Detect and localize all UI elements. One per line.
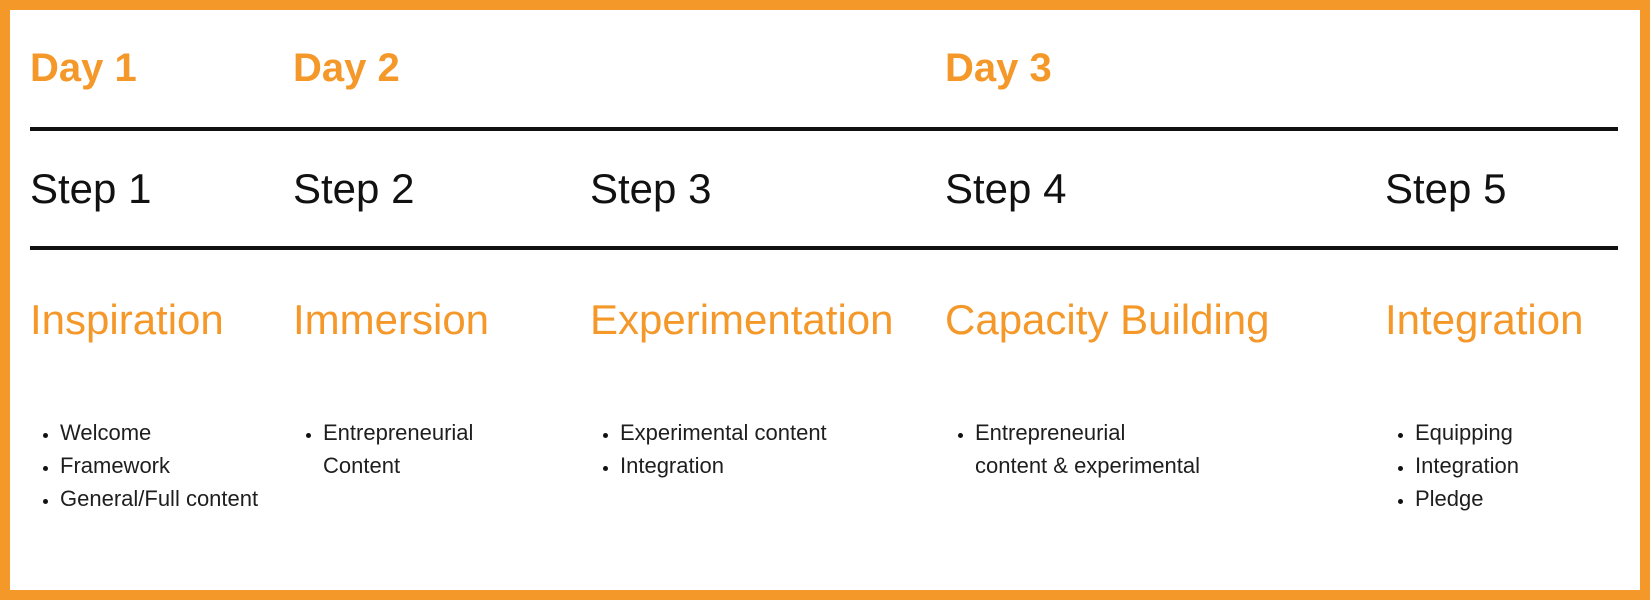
bullet-item: Welcome	[60, 416, 293, 449]
phase-title-integration: Integration	[1385, 296, 1584, 343]
bullet-item: Integration	[1415, 449, 1618, 482]
phase-title-capacity-building: Capacity Building	[945, 296, 1270, 343]
phase-title-immersion: Immersion	[293, 296, 490, 343]
day-empty-cell-2	[1385, 10, 1618, 127]
day-3-heading: Day 3	[945, 46, 1052, 90]
bullet-list: Welcome Framework General/Full content	[30, 416, 293, 515]
bullet-item: Pledge	[1415, 482, 1618, 515]
bullet-list: Entrepreneurial Content	[293, 416, 590, 482]
bullet-item: Framework	[60, 449, 293, 482]
step-4-heading: Step 4	[945, 164, 1067, 212]
divider-line-top	[30, 127, 1618, 131]
bullet-item: Entrepreneurial content & experimental	[975, 416, 1385, 482]
day-2-heading: Day 2	[293, 46, 400, 90]
bullet-item: Equipping	[1415, 416, 1618, 449]
bullet-list: Entrepreneurial content & experimental	[945, 416, 1385, 482]
bullet-list: Equipping Integration Pledge	[1385, 416, 1618, 515]
step-2-heading: Step 2	[293, 164, 415, 212]
divider-line-bottom	[30, 246, 1618, 250]
bullet-item: Entrepreneurial Content	[323, 416, 590, 482]
day-1-heading: Day 1	[30, 46, 137, 90]
bullet-item: Integration	[620, 449, 945, 482]
step-3-heading: Step 3	[590, 164, 712, 212]
bullet-item: Experimental content	[620, 416, 945, 449]
bullet-item: General/Full content	[60, 482, 293, 515]
bullet-list: Experimental content Integration	[590, 416, 945, 482]
bullet-list-step-5: Equipping Integration Pledge	[1385, 390, 1618, 590]
bullet-list-step-2: Entrepreneurial Content	[293, 390, 590, 590]
bullet-list-step-4: Entrepreneurial content & experimental	[945, 390, 1385, 590]
phase-title-inspiration: Inspiration	[30, 296, 224, 343]
phase-title-experimentation: Experimentation	[590, 296, 894, 343]
step-5-heading: Step 5	[1385, 164, 1507, 212]
bullet-list-step-3: Experimental content Integration	[590, 390, 945, 590]
bullet-list-step-1: Welcome Framework General/Full content	[30, 390, 293, 590]
day-empty-cell-1	[590, 10, 945, 127]
step-1-heading: Step 1	[30, 164, 152, 212]
